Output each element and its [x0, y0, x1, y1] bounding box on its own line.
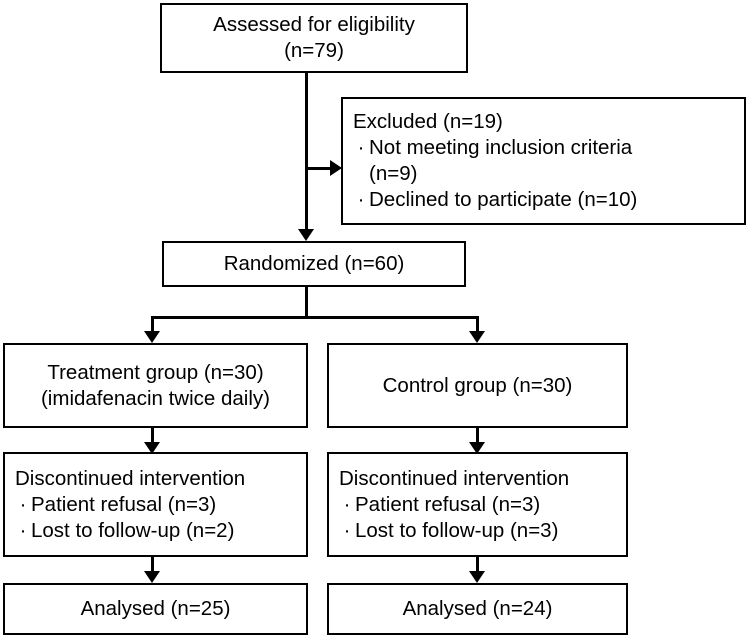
connector-randomized-split — [151, 316, 478, 319]
arrowhead-into-analysed-right — [469, 571, 485, 583]
node-excluded: Excluded (n=19) · Not meeting inclusion … — [341, 97, 746, 225]
bullet-icon: · — [357, 136, 365, 159]
assessed-line-2: (n=79) — [284, 39, 344, 62]
node-discontinued-right: Discontinued intervention · Patient refu… — [327, 452, 628, 557]
excluded-item-2-label: Declined to participate (n=10) — [369, 188, 638, 211]
discontinued-left-item-1: · Patient refusal (n=3) — [15, 492, 298, 518]
node-analysed-left: Analysed (n=25) — [3, 583, 308, 635]
discontinued-right-item-1: · Patient refusal (n=3) — [339, 492, 618, 518]
control-group-line-1: Control group (n=30) — [382, 373, 573, 397]
discontinued-right-item-2-label: Lost to follow-up (n=3) — [355, 518, 559, 542]
analysed-right-label: Analysed (n=24) — [402, 597, 553, 620]
arrowhead-into-control-group — [469, 331, 485, 343]
treatment-group-line-1: Treatment group (n=30) — [47, 360, 264, 384]
bullet-icon: · — [343, 492, 351, 516]
connector-discontinued-left-to-analysed — [151, 557, 154, 573]
bullet-icon: · — [343, 518, 351, 542]
node-treatment-group: Treatment group (n=30) (imidafenacin twi… — [3, 343, 308, 428]
excluded-item-1: · Not meeting inclusion criteria — [353, 135, 736, 161]
bullet-icon: · — [19, 492, 27, 516]
discontinued-left-item-1-label: Patient refusal (n=3) — [31, 492, 217, 516]
arrowhead-into-discontinued-left — [144, 442, 160, 454]
node-analysed-right: Analysed (n=24) — [327, 583, 628, 635]
connector-control-to-discontinued — [476, 428, 479, 444]
excluded-item-2: · Declined to participate (n=10) — [353, 187, 736, 213]
connector-treatment-to-discontinued — [151, 428, 154, 444]
node-randomized: Randomized (n=60) — [162, 241, 466, 287]
bullet-icon: · — [357, 188, 365, 211]
discontinued-left-item-2-label: Lost to follow-up (n=2) — [31, 518, 235, 542]
discontinued-right-item-2: · Lost to follow-up (n=3) — [339, 518, 618, 544]
connector-randomized-stem — [305, 287, 308, 319]
arrowhead-into-randomized — [298, 229, 314, 241]
bullet-icon: · — [19, 518, 27, 542]
discontinued-right-item-1-label: Patient refusal (n=3) — [355, 492, 541, 516]
connector-split-to-control — [476, 316, 479, 333]
discontinued-right-title: Discontinued intervention — [339, 466, 570, 490]
node-control-group: Control group (n=30) — [327, 343, 628, 428]
connector-trunk-to-excluded — [305, 167, 336, 170]
treatment-group-line-2: (imidafenacin twice daily) — [40, 386, 270, 410]
connector-assessed-to-randomized — [305, 73, 308, 229]
discontinued-left-title: Discontinued intervention — [15, 466, 246, 490]
excluded-item-1-continuation: (n=9) — [369, 162, 418, 185]
analysed-left-label: Analysed (n=25) — [80, 597, 231, 620]
assessed-line-1: Assessed for eligibility — [213, 13, 415, 36]
connector-discontinued-right-to-analysed — [476, 557, 479, 573]
node-assessed-for-eligibility: Assessed for eligibility (n=79) — [160, 3, 468, 73]
excluded-item-1-label: Not meeting inclusion criteria — [369, 136, 633, 159]
arrowhead-into-analysed-left — [144, 571, 160, 583]
randomized-label: Randomized (n=60) — [223, 252, 405, 275]
node-discontinued-left: Discontinued intervention · Patient refu… — [3, 452, 308, 557]
discontinued-left-item-2: · Lost to follow-up (n=2) — [15, 518, 298, 544]
arrowhead-into-excluded — [330, 160, 342, 176]
connector-split-to-treatment — [151, 316, 154, 333]
arrowhead-into-treatment-group — [144, 331, 160, 343]
excluded-title: Excluded (n=19) — [353, 110, 503, 133]
arrowhead-into-discontinued-right — [469, 442, 485, 454]
